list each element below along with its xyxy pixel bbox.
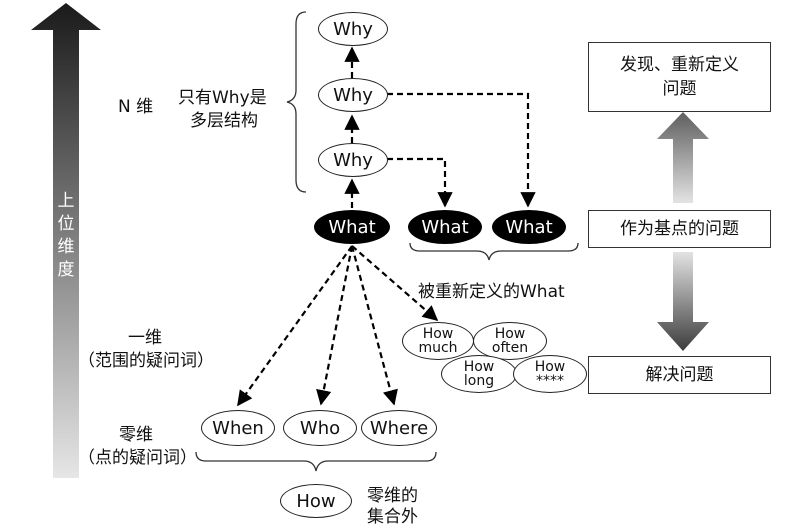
n-dim-label: N 维 [118,97,154,117]
base-question-label: 作为基点的问题 [620,219,739,239]
how-outside-node: How [280,484,352,518]
how-often-node: How often [473,322,547,360]
what-node-main-label: What [328,216,376,238]
redefined-what-brace [409,242,579,261]
what-node-redefined-1: What [408,210,482,244]
why-node-top: Why [318,12,388,46]
axis-label-line3: 维 [57,237,75,257]
why-node-mid: Why [318,78,388,112]
how-often-line2: often [491,340,529,356]
what-node-redefined-2-label: What [505,216,553,238]
arrow-why-mid-to-what-3 [387,92,536,208]
how-stars-line1: How [534,359,566,375]
discover-redefine-line1: 发现、重新定义 [620,55,739,75]
one-dim-label: 一维 [128,328,162,348]
how-stars-node: How **** [513,355,587,393]
where-node-label: Where [369,417,429,439]
why-node-mid-label: Why [333,84,373,106]
downward-flow-arrow [657,252,709,351]
what-node-main: What [314,210,390,244]
one-dim-desc: （范围的疑问词） [78,351,214,371]
axis-label: 上 位 维 度 [51,190,81,282]
how-much-node: How much [402,322,474,360]
outside-zero-dim-line2: 集合外 [367,507,418,527]
axis-label-line2: 位 [57,214,75,234]
who-node-label: Who [299,417,341,439]
arrow-what-to-where [350,245,398,406]
solve-problem-label: 解决问题 [645,365,714,385]
upward-flow-arrow [657,112,709,203]
n-dim-desc-line1: 只有Why是 [178,88,267,108]
why-node-low: Why [318,143,388,177]
axis-label-line4: 度 [57,260,75,280]
n-dim-brace [286,11,307,193]
why-node-low-label: Why [333,149,373,171]
what-node-redefined-1-label: What [421,216,469,238]
arrow-what-to-how-much [351,245,439,322]
when-node-label: When [212,417,264,439]
how-outside-label: How [296,490,336,512]
outside-zero-dim-line1: 零维的 [367,486,418,506]
where-node: Where [361,410,437,446]
zero-dim-label: 零维 [119,425,153,445]
dimension-axis-arrow [31,3,101,478]
how-long-node: How long [441,355,517,393]
discover-redefine-line2: 问题 [662,79,697,99]
who-node: Who [283,410,357,446]
what-node-redefined-2: What [492,210,566,244]
how-long-line1: How [463,359,495,375]
base-question-box: 作为基点的问题 [588,210,771,248]
arrow-why-low-to-what-2 [387,157,453,208]
how-much-line2: much [418,340,458,356]
redefined-what-caption: 被重新定义的What [418,282,565,302]
zero-dim-desc: （点的疑问词） [78,448,197,468]
how-stars-line2: **** [536,373,564,389]
n-dim-desc-line2: 多层结构 [190,111,258,131]
why-node-top-label: Why [333,18,373,40]
how-often-line1: How [494,326,526,342]
when-node: When [201,410,275,446]
arrow-what-to-who [316,245,354,406]
how-much-line1: How [422,326,454,342]
arrow-what-to-when [237,245,353,407]
zero-dim-brace [195,451,437,472]
solve-problem-box: 解决问题 [588,356,771,394]
axis-label-line1: 上 [57,191,75,211]
how-long-line2: long [463,373,495,389]
discover-redefine-box: 发现、重新定义 问题 [588,42,771,112]
